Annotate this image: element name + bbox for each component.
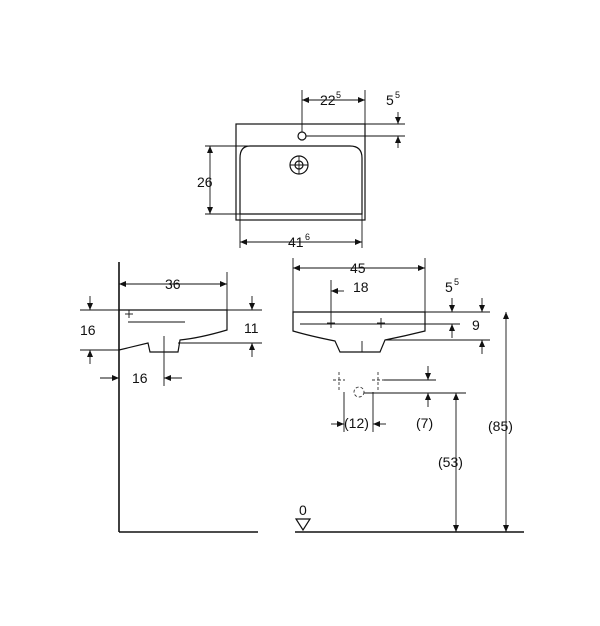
top-view: 22 5 5 5 26 41 6 bbox=[197, 90, 405, 250]
dim-front-tap-hole: 18 bbox=[353, 279, 369, 295]
dim-side-height: 16 bbox=[80, 322, 96, 338]
top-view-tap-hole bbox=[297, 131, 307, 141]
dim-side-depth: 36 bbox=[165, 276, 181, 292]
dim-front-top-offset: 5 bbox=[445, 279, 453, 295]
dim-tap-offset-sup: 5 bbox=[336, 90, 341, 100]
front-view-basin-outline bbox=[292, 311, 426, 353]
waste-outlet bbox=[353, 386, 365, 398]
dim-side-waste: 16 bbox=[132, 370, 148, 386]
dim-side-rim: 11 bbox=[244, 320, 259, 336]
top-view-basin-outline bbox=[235, 123, 366, 221]
dim-bowl-depth: 26 bbox=[197, 174, 213, 190]
dim-front-width: 45 bbox=[350, 260, 366, 276]
floor-level-label: 0 bbox=[299, 502, 307, 518]
dim-waste-offset: (7) bbox=[416, 415, 433, 431]
dim-tap-depth-sup: 5 bbox=[395, 90, 400, 100]
dim-waste-height: (53) bbox=[438, 454, 463, 470]
dim-front-rim: 9 bbox=[472, 317, 480, 333]
dim-bowl-width: 41 bbox=[288, 234, 304, 250]
side-view-basin-outline bbox=[118, 309, 228, 353]
dim-tap-offset: 22 bbox=[320, 92, 336, 108]
dim-tap-depth: 5 bbox=[386, 92, 394, 108]
dim-front-top-offset-sup: 5 bbox=[454, 277, 459, 287]
dim-total-height: (85) bbox=[488, 418, 513, 434]
side-view: 36 16 11 16 bbox=[80, 262, 262, 533]
dim-waste-spacing: (12) bbox=[344, 415, 369, 431]
dim-bowl-width-sup: 6 bbox=[305, 232, 310, 242]
front-view: 45 18 5 5 9 (7) bbox=[292, 258, 524, 533]
floor-level-marker bbox=[294, 518, 312, 532]
